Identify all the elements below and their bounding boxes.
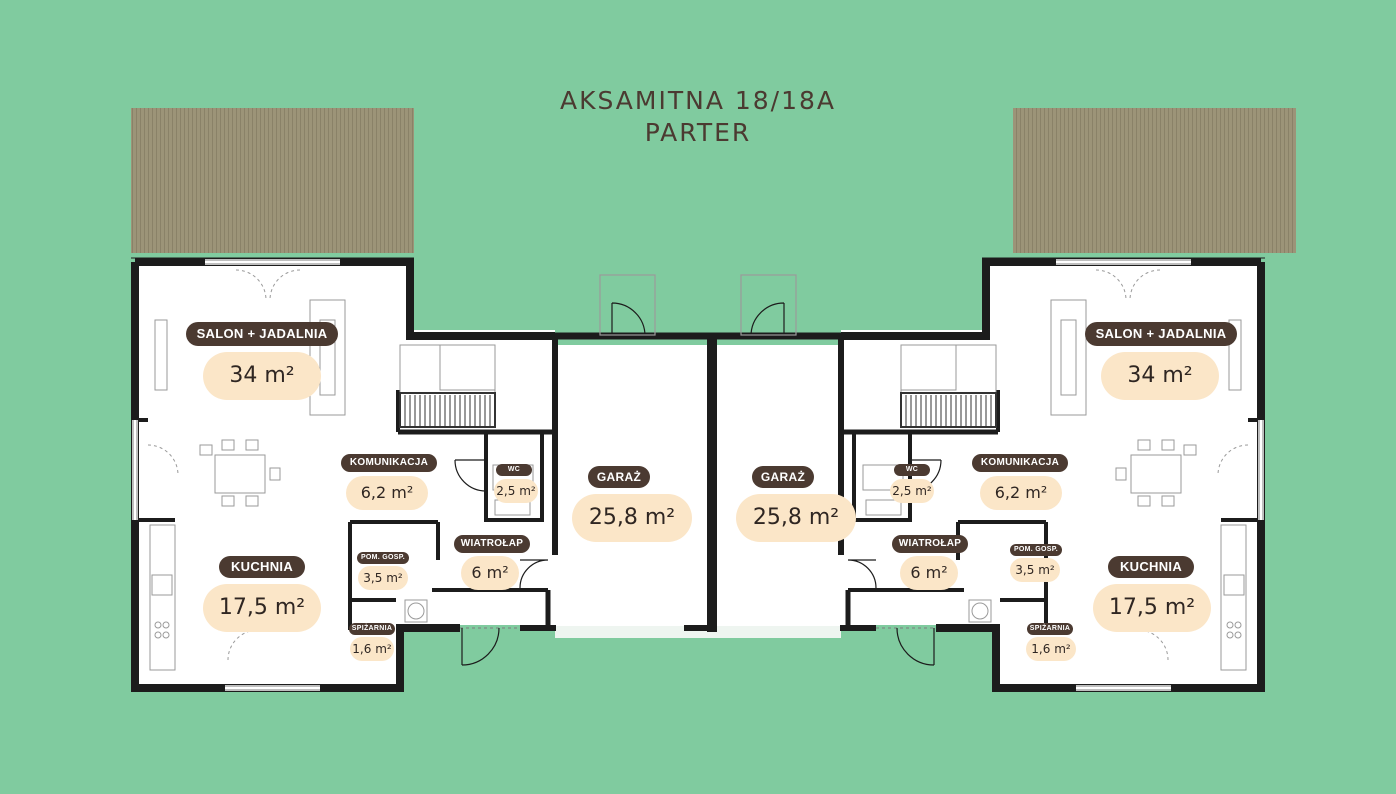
terrace-right <box>1013 108 1296 253</box>
label-wiatrolap-right: WIATROŁAP <box>892 535 968 553</box>
label-kuchnia-left: KUCHNIA <box>219 556 305 578</box>
area-pom-gosp-right: 3,5 m² <box>1010 558 1060 582</box>
plan-subtitle: PARTER <box>644 118 752 147</box>
doors-right <box>740 274 942 666</box>
label-salon-left: SALON + JADALNIA <box>186 322 338 346</box>
label-komunikacja-left: KOMUNIKACJA <box>341 454 437 472</box>
area-spizarnia-right: 1,6 m² <box>1026 637 1076 661</box>
plan-title: AKSAMITNA 18/18A <box>559 86 837 115</box>
label-pom-gosp-left: POM. GOSP. <box>357 552 409 564</box>
stairs-right <box>900 392 997 428</box>
label-spizarnia-left: SPIŻARNIA <box>349 623 395 635</box>
label-garaz-right: GARAŻ <box>752 466 814 488</box>
stairs-left <box>399 392 496 428</box>
label-pom-gosp-right: POM. GOSP. <box>1010 544 1062 556</box>
area-salon-right: 34 m² <box>1101 352 1219 400</box>
area-spizarnia-left: 1,6 m² <box>350 637 394 661</box>
area-wc-left: 2,5 m² <box>494 479 538 503</box>
label-kuchnia-right: KUCHNIA <box>1108 556 1194 578</box>
label-garaz-left: GARAŻ <box>588 466 650 488</box>
area-kuchnia-left: 17,5 m² <box>203 584 321 632</box>
area-komunikacja-right: 6,2 m² <box>980 476 1062 510</box>
area-komunikacja-left: 6,2 m² <box>346 476 428 510</box>
area-garaz-left: 25,8 m² <box>572 494 692 542</box>
doors-left <box>454 274 656 666</box>
area-wiatrolap-right: 6 m² <box>900 556 958 590</box>
area-salon-left: 34 m² <box>203 352 321 400</box>
windows-right <box>876 259 1264 691</box>
area-pom-gosp-left: 3,5 m² <box>358 566 408 590</box>
terrace-left <box>131 108 414 253</box>
area-garaz-right: 25,8 m² <box>736 494 856 542</box>
area-wc-right: 2,5 m² <box>890 479 934 503</box>
garage-entrance-left <box>555 626 710 638</box>
label-wc-left: WC <box>496 464 532 476</box>
area-kuchnia-right: 17,5 m² <box>1093 584 1211 632</box>
label-salon-right: SALON + JADALNIA <box>1085 322 1237 346</box>
label-wc-right: WC <box>894 464 930 476</box>
garage-entrance-right <box>686 626 841 638</box>
area-wiatrolap-left: 6 m² <box>461 556 519 590</box>
label-spizarnia-right: SPIŻARNIA <box>1027 623 1073 635</box>
label-komunikacja-right: KOMUNIKACJA <box>972 454 1068 472</box>
windows-left <box>132 259 520 691</box>
label-wiatrolap-left: WIATROŁAP <box>454 535 530 553</box>
